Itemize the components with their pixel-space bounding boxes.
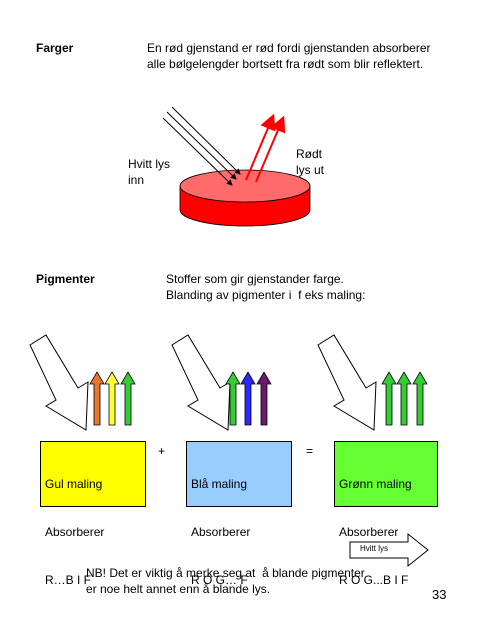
incoming-light-label-line2: inn: [128, 173, 145, 187]
reflected-arrow-blue-1: [225, 371, 241, 426]
reflected-arrow-green-3: [412, 371, 428, 426]
white-light-arrow-2: [171, 334, 231, 431]
paint-box-blue-absorbs-value: R O G… F: [191, 573, 248, 587]
page-number: 33: [432, 587, 447, 602]
paint-box-blue-title: Blå maling: [191, 477, 248, 491]
paint-box-yellow: Gul maling Absorberer R…B I F: [40, 441, 146, 587]
reflected-arrow-yellow-3: [120, 371, 136, 426]
paint-box-blue-absorbs-label: Absorberer: [191, 525, 251, 539]
plus-sign: +: [158, 444, 166, 458]
section-heading-farger: Farger: [36, 41, 74, 55]
outgoing-light-label-line2: lys ut: [296, 163, 325, 177]
paint-box-yellow-title: Gul maling: [45, 477, 103, 491]
paint-box-green-title: Grønn maling: [339, 477, 412, 491]
section-heading-pigmenter: Pigmenter: [36, 272, 95, 286]
note-line1: NB! Det er viktig å merke seg at å bland…: [86, 566, 365, 580]
paint-box-green: Grønn maling Absorberer R O G...B I F: [334, 441, 438, 587]
pigmenter-text-line1: Stoffer som gir gjenstander farge.: [166, 272, 344, 286]
equals-sign: =: [306, 444, 314, 458]
white-light-arrow-1: [29, 334, 89, 431]
paint-box-green-absorbs-label: Absorberer: [339, 525, 399, 539]
farger-text-line1: En rød gjenstand er rød fordi gjenstande…: [147, 41, 431, 55]
incoming-light-label-line1: Hvitt lys: [128, 157, 170, 171]
reflected-arrow-yellow-1: [89, 371, 105, 426]
red-disc: [179, 169, 311, 227]
legend-white-light-arrow: [349, 532, 429, 568]
reflected-red-rays: [245, 113, 286, 183]
paint-box-yellow-absorbs-label: Absorberer: [45, 525, 105, 539]
reflected-arrow-blue-3: [256, 371, 272, 426]
reflected-arrow-blue-2: [240, 371, 256, 426]
farger-text-line2: alle bølgelengder bortsett fra rødt som …: [147, 57, 424, 71]
legend-label: Hvitt lys: [360, 544, 388, 553]
reflected-arrow-green-1: [381, 371, 397, 426]
reflected-arrow-yellow-2: [104, 371, 120, 426]
pigmenter-text-line2: Blanding av pigmenter i f eks maling:: [166, 288, 366, 302]
reflected-arrow-green-2: [396, 371, 412, 426]
outgoing-light-label-line1: Rødt: [296, 147, 323, 161]
white-light-arrow-3: [317, 334, 377, 431]
paint-box-yellow-absorbs-value: R…B I F: [45, 573, 92, 587]
incoming-white-light-rays: [162, 106, 241, 186]
paint-box-blue: Blå maling Absorberer R O G… F: [186, 441, 292, 587]
note-line2: er noe helt annet enn å blande lys.: [86, 582, 271, 596]
paint-box-green-absorbs-value: R O G...B I F: [339, 573, 409, 587]
